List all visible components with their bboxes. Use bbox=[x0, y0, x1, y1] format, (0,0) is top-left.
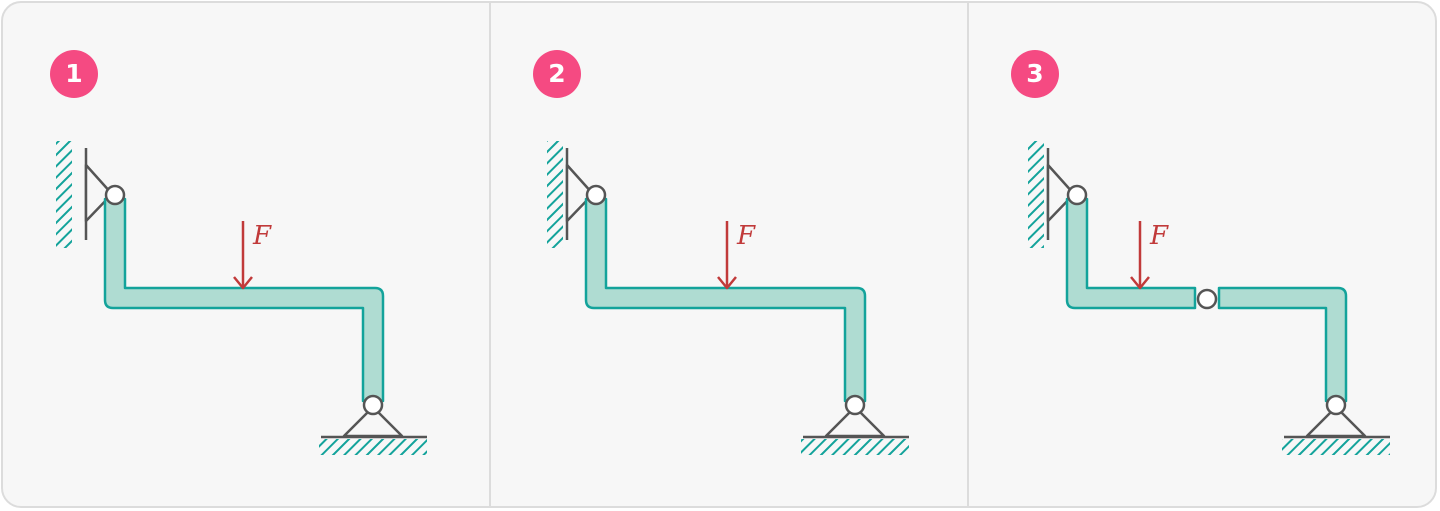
ground-pin-support bbox=[801, 394, 909, 455]
panel-number-badge: 2 bbox=[533, 50, 581, 98]
force-label: F bbox=[1149, 221, 1169, 251]
panel-divider bbox=[967, 3, 969, 506]
ground-pin-support bbox=[1282, 394, 1390, 455]
panel-divider bbox=[489, 3, 491, 506]
frame-beam-left-segment bbox=[1065, 197, 1197, 310]
force-label: F bbox=[252, 221, 272, 251]
ground-hatch bbox=[801, 439, 909, 455]
wall-hatch bbox=[547, 141, 563, 248]
pin-joint-bottom bbox=[362, 394, 384, 416]
pin-joint-top bbox=[585, 184, 607, 206]
force-arrow bbox=[233, 221, 253, 290]
frame-structure-diagram: F bbox=[56, 141, 427, 455]
panel-number-badge: 1 bbox=[50, 50, 98, 98]
ground-hatch bbox=[1282, 439, 1390, 455]
internal-hinge bbox=[1196, 288, 1218, 310]
pin-joint-top bbox=[1066, 184, 1088, 206]
frame-structure-diagram: F bbox=[547, 141, 909, 455]
wall-pin-support bbox=[84, 148, 114, 240]
force-arrow bbox=[717, 221, 737, 290]
wall-pin-support bbox=[565, 148, 595, 240]
ground-pin-support bbox=[319, 394, 427, 455]
pin-joint-bottom bbox=[1325, 394, 1347, 416]
frame-beam bbox=[584, 197, 867, 403]
frame-structure-diagram: F bbox=[1028, 141, 1390, 455]
force-arrow bbox=[1130, 221, 1150, 290]
wall-hatch bbox=[56, 141, 72, 248]
frame-beam-right-segment bbox=[1217, 286, 1348, 403]
force-label: F bbox=[736, 221, 756, 251]
panel-1: 1 F bbox=[3, 3, 489, 506]
pin-joint-bottom bbox=[844, 394, 866, 416]
ground-hatch bbox=[319, 439, 427, 455]
wall-pin-support bbox=[1046, 148, 1076, 240]
panel-3: 3 F bbox=[969, 3, 1435, 506]
pin-joint-top bbox=[104, 184, 126, 206]
panel-2: 2 F bbox=[491, 3, 967, 506]
frame-beam bbox=[103, 197, 385, 403]
wall-hatch bbox=[1028, 141, 1044, 248]
panel-number-badge: 3 bbox=[1011, 50, 1059, 98]
